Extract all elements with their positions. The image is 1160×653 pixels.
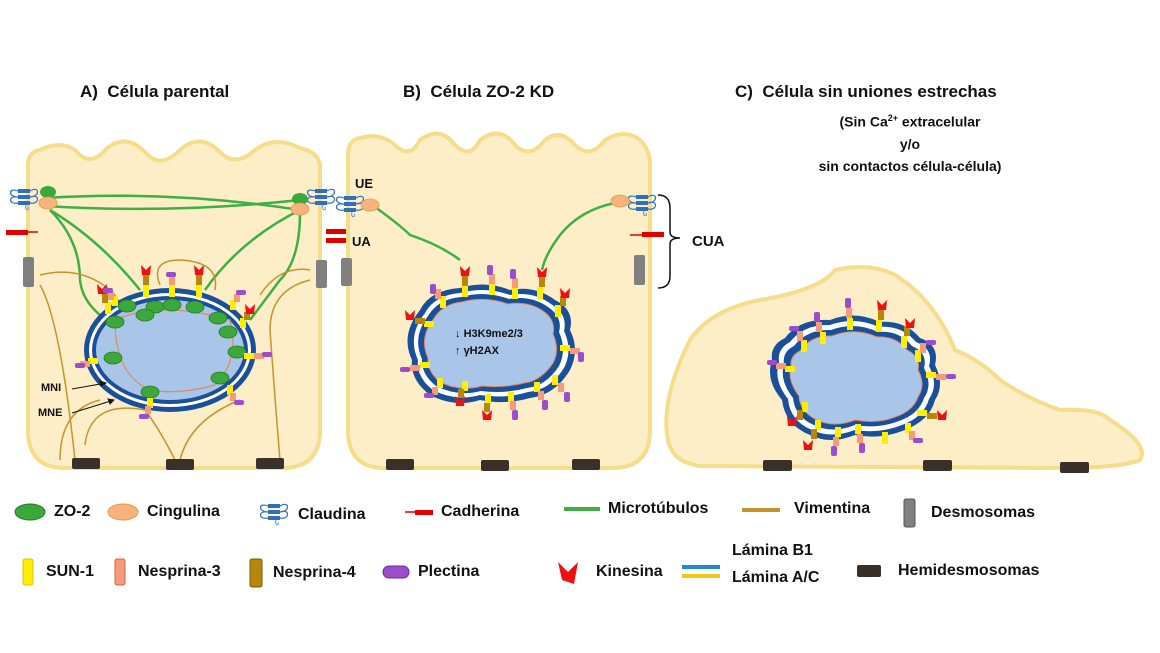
hemidesmosomas-icon [857,565,881,577]
lamina-icon [682,565,720,578]
label-h3k9me: ↓ H3K9me2/3 [455,328,523,340]
cell-c [664,264,1144,473]
linc-complexes-b [400,265,584,420]
legend-nesprina3-label: Nesprina-3 [138,563,221,580]
legend-lamina-b1-label: Lámina B1 [732,542,813,559]
sun1-icon [22,558,34,586]
gh2ax-text: γH2AX [463,345,500,357]
legend-sun1: SUN-1 [22,558,94,586]
hemidesmosomes-c [763,460,1089,473]
label-ue: UE [355,176,374,191]
microtubules-a [44,194,302,321]
legend-vimentina-label: Vimentina [794,500,871,517]
legend-kinesina-label: Kinesina [596,563,663,580]
linc-complexes-c [767,298,956,456]
legend-cadherina: Cadherina [405,503,519,521]
cingulina-icon [107,503,139,521]
cell-a [6,139,346,470]
h3k9-text: H3K9me2/3 [463,328,523,340]
nucleus-a [96,300,244,400]
legend-cingulina: Cingulina [107,503,220,521]
panel-a-letter: A) [80,82,98,101]
nesprina3-icon [114,558,126,586]
label-ua: UA [352,234,371,249]
label-mni: MNI [41,382,62,394]
panel-c-subtitle-line1: (Sin Ca2+ extracelular [760,107,1060,133]
cua-bracket [657,194,681,289]
label-mne: MNE [38,407,63,419]
legend-sun1-label: SUN-1 [46,563,95,580]
legend-nesprina3: Nesprina-3 [114,558,221,586]
microtubulos-icon [564,507,600,511]
legend-zo2-label: ZO-2 [54,503,91,520]
panel-c-subtitle-line3: sin contactos célula-célula) [818,157,1002,174]
panel-a-title-text: Célula parental [107,82,230,101]
legend-desmosomas: Desmosomas [903,498,1035,528]
nesprina4-icon [249,558,263,588]
desmosomas-icon [903,498,916,528]
legend-plectina-label: Plectina [418,563,480,580]
panel-c-title: C) Célula sin uniones estrechas [735,82,997,102]
junction-left-b [326,195,380,286]
arrow-up-icon: ↑ [455,345,461,357]
cadherina-icon [405,510,433,515]
panel-c-subtitle-line2: y/o [899,135,921,152]
nucleus-b [423,298,557,389]
arrow-down-icon: ↓ [455,328,461,340]
panel-c-letter: C) [735,82,753,101]
kinesina-icon [558,562,578,584]
subtitle-post: extracelular [898,113,981,130]
legend-microtubulos-label: Microtúbulos [608,500,709,517]
legend-lamina-ac-label: Lámina A/C [732,569,820,586]
legend-claudina: Claudina [258,500,366,530]
legend-vimentina: Vimentina [742,500,870,518]
legend-nesprina4: Nesprina-4 [249,558,356,588]
legend-nesprina4-label: Nesprina-4 [273,564,356,581]
legend-cadherina-label: Cadherina [441,503,520,520]
legend-zo2: ZO-2 [14,503,90,521]
legend-hemidesmosomas-label: Hemidesmosomas [898,562,1040,579]
legend-kinesina: Kinesina [556,558,663,586]
zo2-nuclear-a [103,298,247,399]
plectina-icon [382,565,410,579]
hemidesmosomes-b [386,459,600,471]
legend-hemidesmosomas: Hemidesmosomas [856,562,1039,580]
claudina-icon [259,503,289,526]
subtitle-sup: 2+ [887,113,898,123]
membrane-arrows-a [71,380,116,414]
legend-plectina: Plectina [382,563,479,581]
label-gh2ax: ↑ γH2AX [455,345,499,357]
nucleus-c [789,331,923,425]
label-cua: CUA [692,233,725,250]
junction-left-a [6,186,58,287]
junction-right-b [610,194,664,285]
legend-desmosomas-label: Desmosomas [931,504,1036,521]
panel-c-subtitle: (Sin Ca2+ extracelular y/o sin contactos… [760,107,1060,177]
cell-b [326,131,681,471]
panel-a-title: A) Célula parental [80,82,229,102]
junction-right-a [290,188,346,288]
linc-complexes-a [75,265,272,419]
panel-b-letter: B) [403,82,421,101]
panel-b-title-text: Célula ZO-2 KD [430,82,555,101]
zo2-icon [14,503,46,521]
panel-b-title: B) Célula ZO-2 KD [403,82,554,102]
hemidesmosomes-a [72,458,284,470]
legend-microtubulos: Microtúbulos [564,500,708,518]
subtitle-pre: (Sin Ca [839,113,888,130]
vimentina-icon [742,508,780,512]
legend-cingulina-label: Cingulina [147,503,220,520]
panel-c-title-text: Célula sin uniones estrechas [762,82,997,101]
legend-claudina-label: Claudina [298,506,366,523]
